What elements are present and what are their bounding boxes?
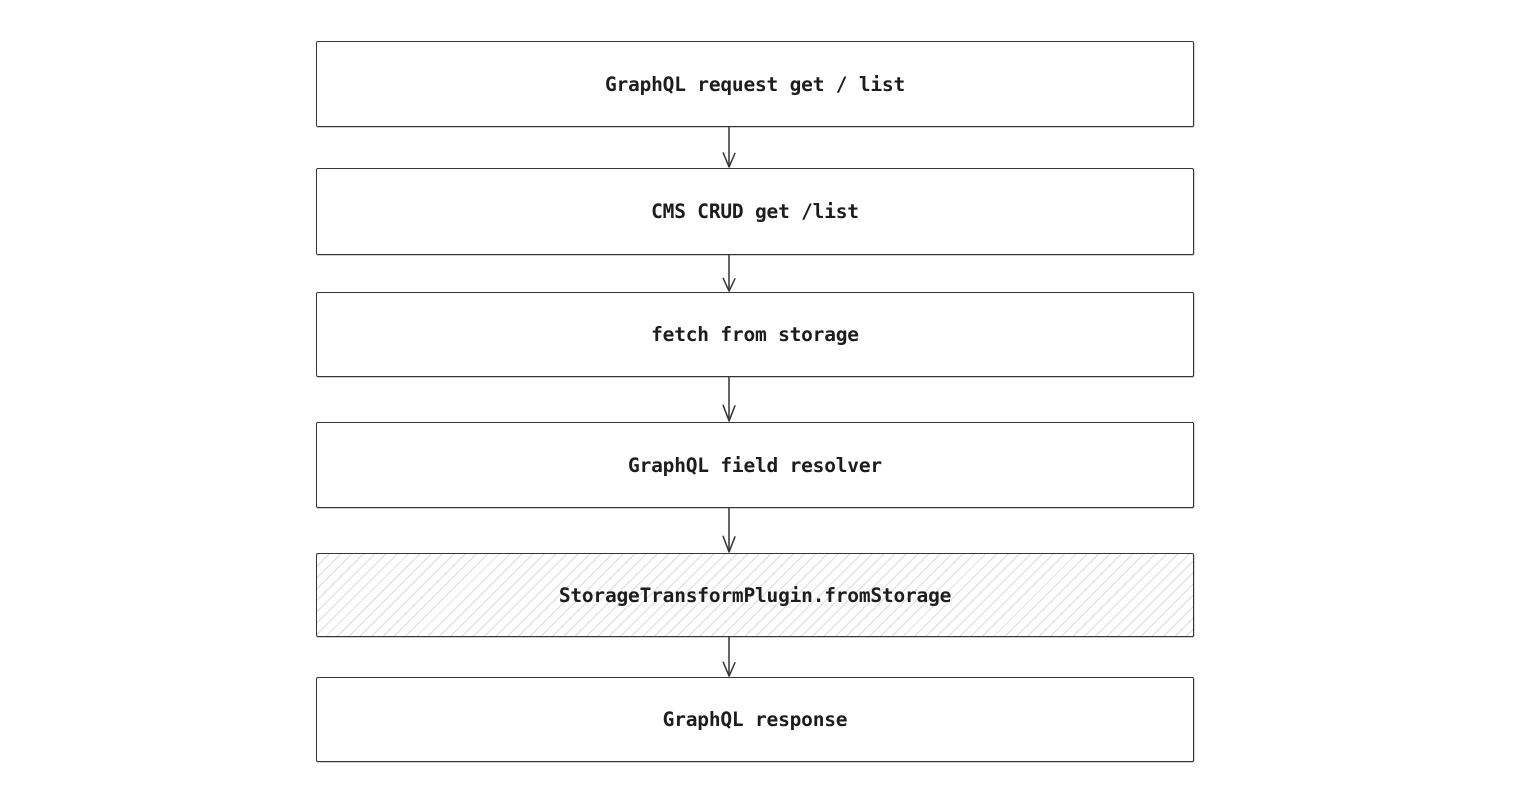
node-graphql-request: GraphQL request get / list xyxy=(316,41,1194,127)
node-fetch-from-storage-label: fetch from storage xyxy=(651,323,859,346)
node-storage-transform-plugin: StorageTransformPlugin.fromStorage xyxy=(316,553,1194,637)
node-graphql-field-resolver-label: GraphQL field resolver xyxy=(628,453,882,477)
arrow-down-icon xyxy=(722,508,736,553)
node-graphql-field-resolver: GraphQL field resolver xyxy=(316,422,1194,508)
node-graphql-request-label: GraphQL request get / list xyxy=(604,72,906,96)
node-graphql-response-label: GraphQL response xyxy=(662,708,848,731)
arrow-down-icon xyxy=(722,127,736,168)
arrow-down-icon xyxy=(722,637,736,677)
node-fetch-from-storage: fetch from storage xyxy=(316,292,1194,377)
arrow-down-icon xyxy=(722,377,736,422)
node-storage-transform-plugin-label: StorageTransformPlugin.fromStorage xyxy=(558,583,952,607)
node-cms-crud: CMS CRUD get /list xyxy=(316,168,1194,255)
node-cms-crud-label: CMS CRUD get /list xyxy=(651,200,859,223)
arrow-down-icon xyxy=(722,255,736,292)
node-graphql-response: GraphQL response xyxy=(316,677,1194,762)
